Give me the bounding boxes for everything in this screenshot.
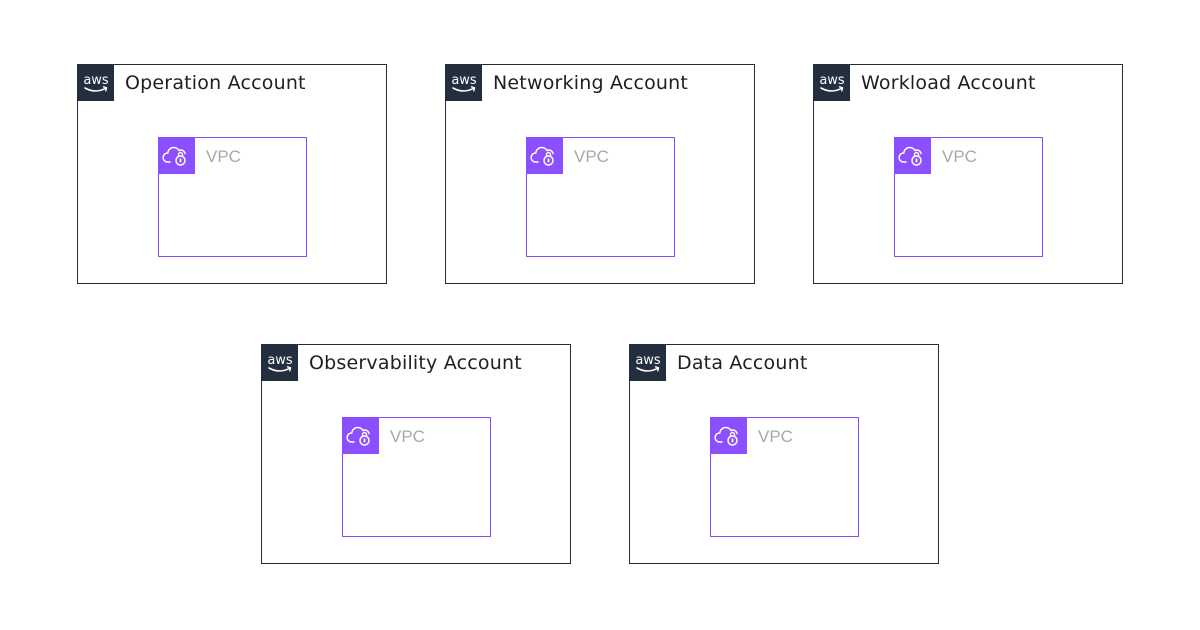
account-group-workload[interactable]: aws Workload Account VPC	[813, 64, 1123, 284]
vpc-icon	[895, 138, 931, 174]
vpc-label: VPC	[574, 147, 609, 166]
vpc-label: VPC	[206, 147, 241, 166]
account-group-observability[interactable]: aws Observability Account VPC	[261, 344, 571, 564]
vpc-group[interactable]: VPC	[894, 137, 1043, 257]
account-group-networking[interactable]: aws Networking Account VPC	[445, 64, 755, 284]
account-title: Data Account	[677, 352, 808, 374]
vpc-group[interactable]: VPC	[342, 417, 491, 537]
aws-logo-text: aws	[451, 73, 477, 88]
vpc-label: VPC	[390, 427, 425, 446]
aws-logo-icon: aws	[262, 345, 298, 381]
account-title: Networking Account	[493, 72, 689, 94]
aws-logo-icon: aws	[814, 65, 850, 101]
aws-logo-text: aws	[819, 73, 845, 88]
account-title: Observability Account	[309, 352, 522, 374]
account-title: Operation Account	[125, 72, 306, 94]
account-title: Workload Account	[861, 72, 1036, 94]
vpc-icon	[159, 138, 195, 174]
vpc-group[interactable]: VPC	[526, 137, 675, 257]
vpc-group[interactable]: VPC	[158, 137, 307, 257]
vpc-icon	[711, 418, 747, 454]
account-group-operation[interactable]: aws Operation Account VPC	[77, 64, 387, 284]
aws-logo-icon: aws	[446, 65, 482, 101]
vpc-group[interactable]: VPC	[710, 417, 859, 537]
aws-logo-text: aws	[83, 73, 109, 88]
vpc-label: VPC	[758, 427, 793, 446]
aws-logo-text: aws	[267, 353, 293, 368]
aws-logo-icon: aws	[78, 65, 114, 101]
aws-logo-icon: aws	[630, 345, 666, 381]
aws-logo-text: aws	[635, 353, 661, 368]
vpc-icon	[527, 138, 563, 174]
account-group-data[interactable]: aws Data Account VPC	[629, 344, 939, 564]
vpc-icon	[343, 418, 379, 454]
vpc-label: VPC	[942, 147, 977, 166]
